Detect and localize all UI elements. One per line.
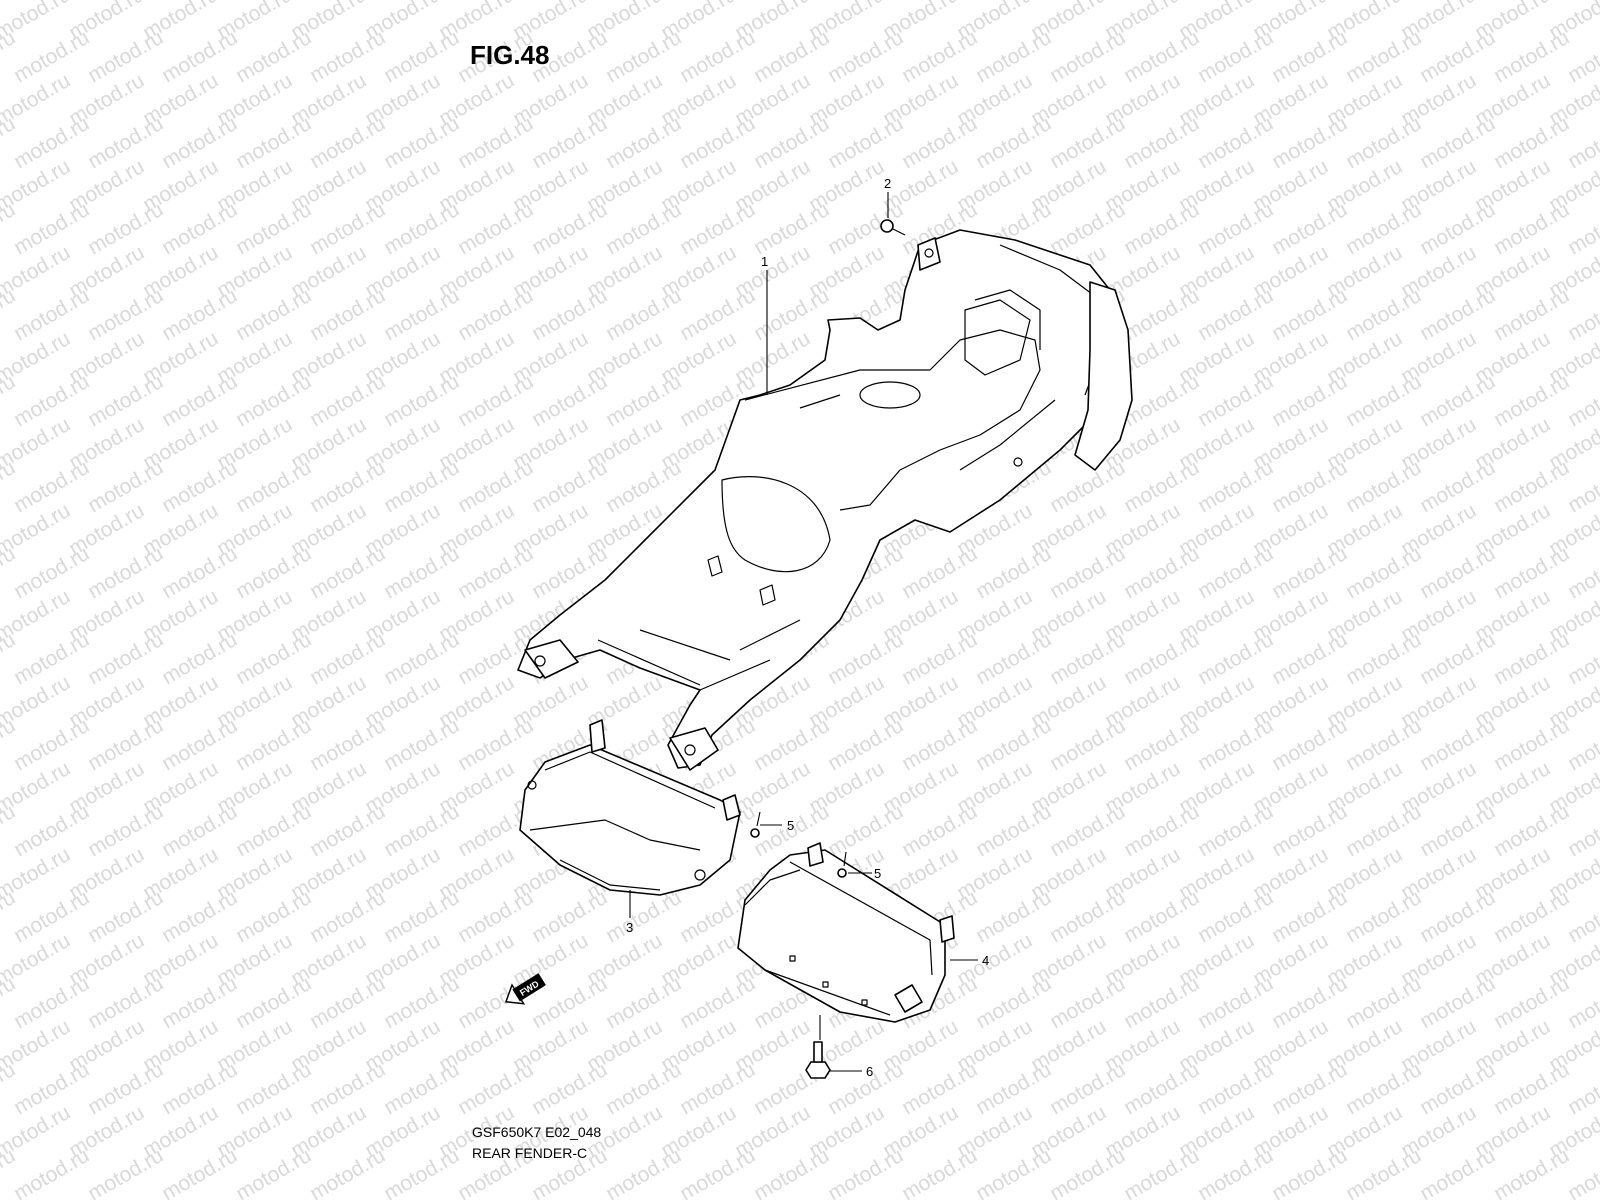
callout-5-lower: 5 — [874, 866, 881, 881]
leader-lines — [629, 192, 978, 1072]
callout-5-upper: 5 — [787, 818, 794, 833]
callout-1: 1 — [761, 254, 768, 269]
part-name: REAR FENDER-C — [472, 1145, 588, 1161]
lower-cover-part-4 — [737, 842, 955, 1023]
callout-4: 4 — [982, 953, 989, 968]
screw-part-5-lower — [837, 851, 847, 878]
figure-title: FIG.48 — [470, 40, 550, 70]
fwd-arrow-icon: FWD — [504, 973, 546, 1005]
fender-tray-part-3 — [519, 719, 741, 896]
callout-3: 3 — [626, 920, 633, 935]
model-code: GSF650K7 E02_048 — [472, 1124, 602, 1140]
callout-6: 6 — [866, 1064, 873, 1079]
screw-part-5-upper — [750, 811, 761, 838]
rear-fender-main — [517, 229, 1133, 771]
callout-2: 2 — [884, 176, 891, 191]
bolt-part-2 — [880, 219, 906, 236]
bolt-part-6 — [805, 1041, 831, 1079]
